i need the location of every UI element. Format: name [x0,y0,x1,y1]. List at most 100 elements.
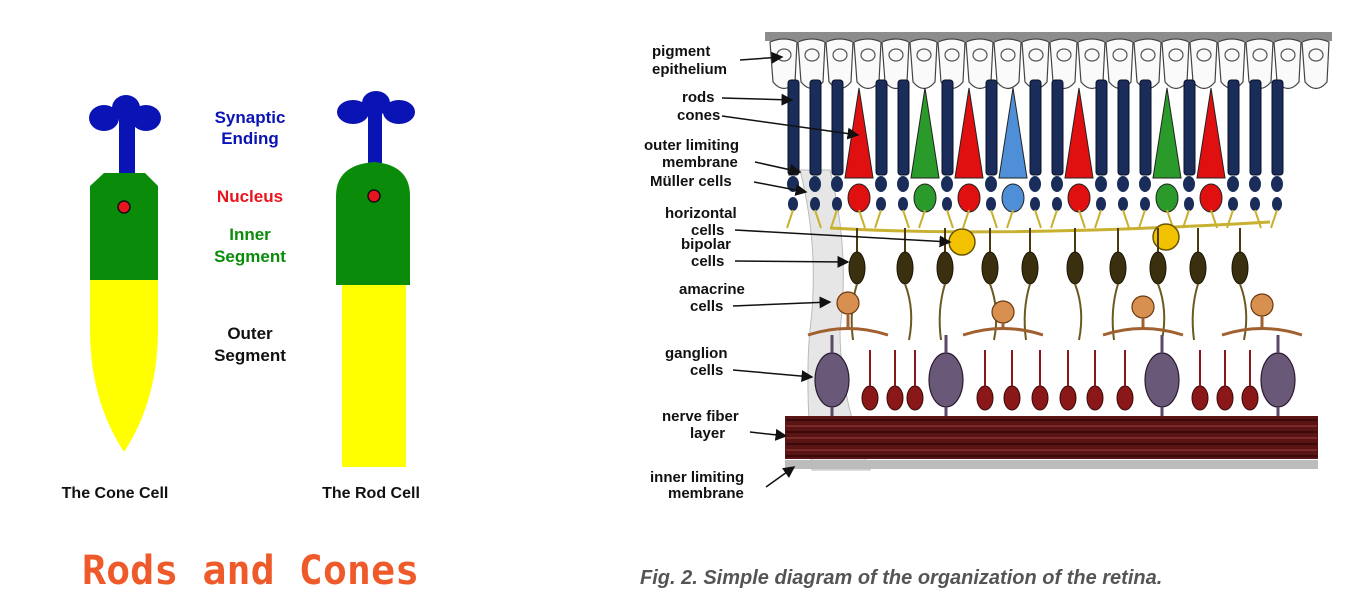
cone-inner-segment [90,173,158,280]
amacrine-cell [1250,293,1274,317]
label-horizontal-2: cells [691,222,724,239]
horizontal-cell-1 [948,228,976,256]
retina-diagram: pigment epithelium rods cones outer limi… [644,32,1332,502]
rod-cell [336,91,415,467]
label-ganglion-1: ganglion [665,345,728,362]
rod-cell [985,79,998,176]
cone-cell [844,87,874,179]
ganglion-cell [814,352,850,408]
amacrine-cell [1131,295,1155,319]
horizontal-fibers [829,220,1271,234]
rod-cell [941,79,954,176]
bipolar-cell [1189,251,1207,285]
inner-limiting-membrane [785,460,1318,469]
small-ganglion-cell [906,385,924,411]
small-ganglion-cell [1086,385,1104,411]
rod-cell [1227,79,1240,176]
cone-cell [1152,87,1182,179]
label-cones: cones [677,107,720,124]
label-nerve-1: nerve fiber [662,408,739,425]
inner-label-1: Inner [229,225,271,244]
rod-cell [1051,79,1064,176]
ganglion-cell [928,352,964,408]
outer-label-1: Outer [227,324,273,343]
label-olm-2: membrane [662,154,738,171]
cone-cell [954,87,984,179]
rod-caption: The Rod Cell [322,485,420,502]
small-ganglion-cell [1116,385,1134,411]
figure-caption: Fig. 2. Simple diagram of the organizati… [640,567,1163,589]
small-ganglion-cell [1191,385,1209,411]
label-rods: rods [682,89,715,106]
top-membrane [765,32,1332,41]
pigment-cell [1301,38,1330,90]
bipolar-cell [1066,251,1084,285]
rod-cell [1271,79,1284,176]
bipolar-cell [981,251,999,285]
rod-nucleus [367,189,381,203]
amacrine-cell [836,291,860,315]
rod-cell [1095,79,1108,176]
nucleus-label: Nucleus [217,187,283,206]
bipolar-cell [848,251,866,285]
ganglion-cell [1260,352,1296,408]
label-ilm-1: inner limiting [650,469,744,486]
label-ilm-2: membrane [668,485,744,502]
inner-label-2: Segment [214,247,286,266]
label-amacrine-2: cells [690,298,723,315]
rod-cell [787,79,800,176]
rod-cell [1029,79,1042,176]
label-bipolar-1: bipolar [681,236,731,253]
rod-cell [831,79,844,176]
photoreceptor-layer [786,79,1284,229]
rod-cell [1117,79,1130,176]
bipolar-cell [1109,251,1127,285]
small-ganglion-cell [976,385,994,411]
cone-cell [89,95,161,452]
rod-synaptic-ending [337,91,415,167]
ganglion-layer [814,335,1296,418]
amacrine-layer [807,291,1303,337]
pigment-epithelium-layer [769,38,1330,90]
small-ganglion-cell [1241,385,1259,411]
cone-cell [998,87,1028,179]
label-horizontal-1: horizontal [665,205,737,222]
small-ganglion-cell [861,385,879,411]
cone-cell [1064,87,1094,179]
bipolar-cell [1021,251,1039,285]
cone-nucleus [117,200,131,214]
label-ganglion-2: cells [690,362,723,379]
label-muller: Müller cells [650,173,732,190]
bipolar-cell [896,251,914,285]
label-nerve-2: layer [690,425,725,442]
pigment-cell [909,38,938,90]
synaptic-label-1: Synaptic [215,108,286,127]
label-pigment-1: pigment [652,43,710,60]
ganglion-cell [1144,352,1180,408]
rod-cone-diagram: Synaptic Ending Nucleus Inner Segment Ou… [62,91,420,502]
page-title: Rods and Cones [82,548,420,594]
label-amacrine-1: amacrine [679,281,745,298]
amacrine-cell [991,300,1015,324]
synaptic-label-2: Ending [221,129,279,148]
cone-cell [1196,87,1226,179]
label-olm-1: outer limiting [644,137,739,154]
label-bipolar-2: cells [691,253,724,270]
bipolar-cell [1149,251,1167,285]
small-ganglion-cell [1031,385,1049,411]
cone-synaptic-ending [89,95,161,178]
label-pigment-2: epithelium [652,61,727,78]
small-ganglion-cell [1059,385,1077,411]
rod-cell [875,79,888,176]
rod-cell [809,79,822,176]
pigment-cell [993,38,1022,90]
bipolar-cell [1231,251,1249,285]
nerve-fiber-layer [785,416,1318,459]
rod-inner-segment [336,162,410,285]
cone-outer-segment [90,280,158,452]
rod-outer-segment [342,285,406,467]
rod-cell [897,79,910,176]
horizontal-cell-2 [1152,223,1180,251]
small-ganglion-cell [1216,385,1234,411]
bipolar-layer [848,228,1249,341]
